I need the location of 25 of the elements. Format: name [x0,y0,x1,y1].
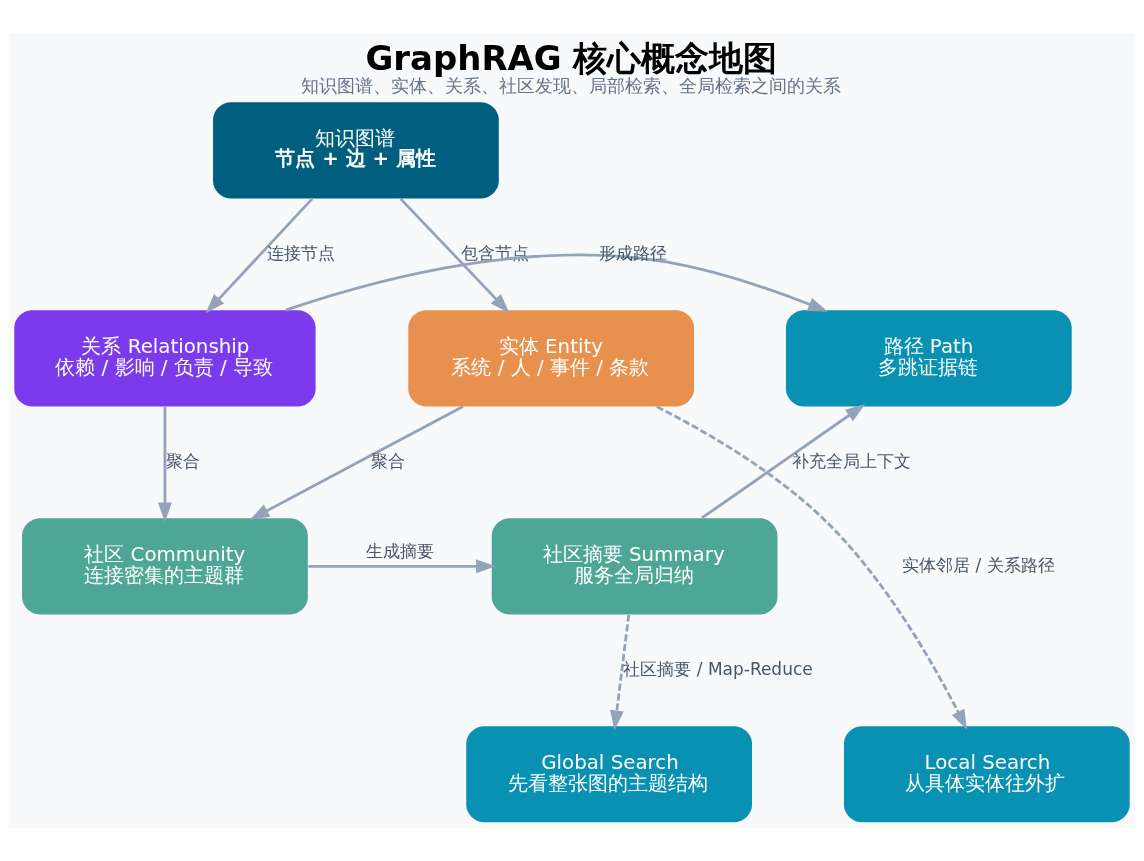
arrow [656,405,968,730]
arrow [609,614,631,731]
node-box: 路径 Path 多跳证据链 [785,310,1072,407]
edge-label: 连接节点 [267,242,336,263]
arrow [205,197,314,314]
edge-label: 社区摘要 / Map-Reduce [623,658,813,679]
node-box: 知识图谱 节点 + 边 + 属性 [213,102,499,199]
edge-label: 形成路径 [599,242,668,263]
arrow [249,405,464,520]
edge-label: 实体邻居 / 关系路径 [902,554,1055,575]
arrow [158,406,172,523]
edge-label: 聚合 [370,450,405,471]
node-box: 实体 Entity 系统 / 人 / 事件 / 条款 [408,310,694,407]
arrow [285,253,828,312]
node-box: 关系 Relationship 依赖 / 影响 / 负责 / 导致 [14,310,316,407]
edge-label: 补充全局上下文 [792,450,912,471]
edge-label: 聚合 [165,450,200,471]
node-box: Global Search 先看整张图的主题结构 [466,726,752,823]
node-box: 社区 Community 连接密集的主题群 [22,518,308,615]
edge-label: 生成摘要 [365,541,434,562]
arrow [399,197,510,314]
node-box: Local Search 从具体实体往外扩 [843,726,1130,823]
arrow [701,404,866,520]
node-box: 社区摘要 Summary 服务全局归纳 [491,518,778,615]
arrow [308,559,496,574]
